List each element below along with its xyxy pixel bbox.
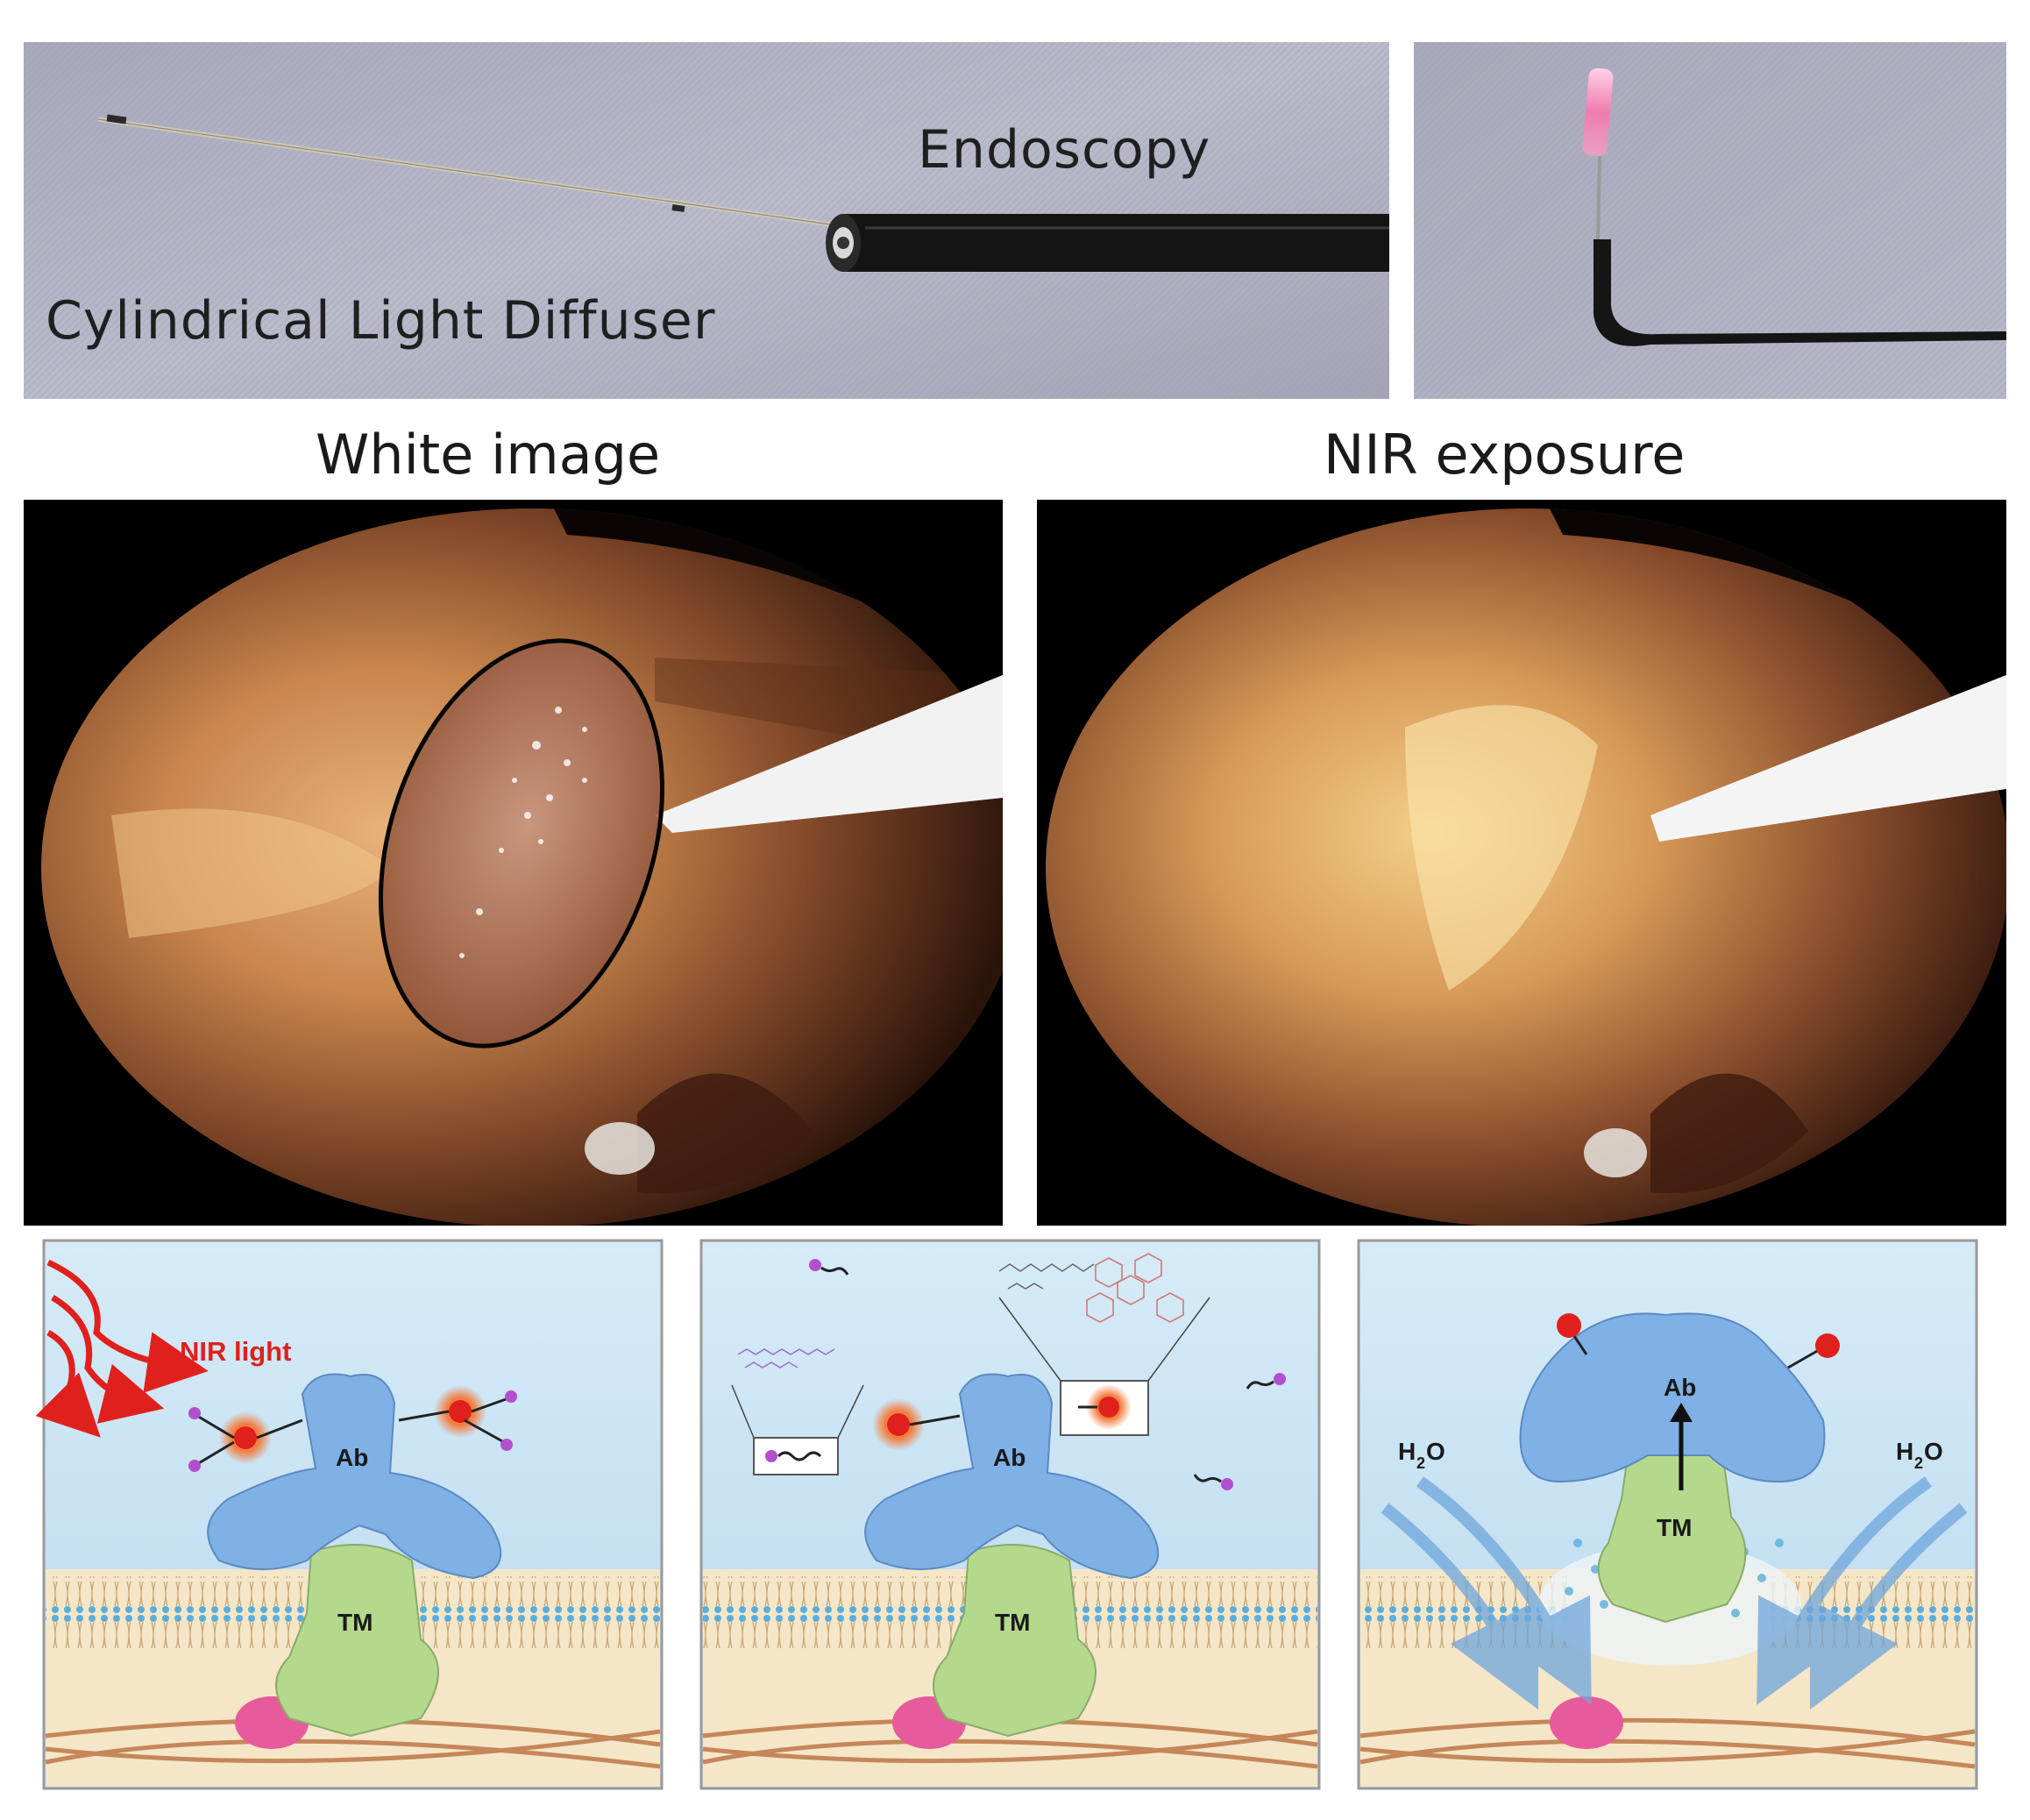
panel-nir-light — [35, 1239, 664, 1790]
nir-exposure-title: NIR exposure — [1324, 423, 1686, 487]
bent-endoscope — [1593, 239, 2006, 346]
lesion — [380, 640, 663, 1047]
antibody-label: Ab — [336, 1444, 368, 1471]
antibody — [864, 1373, 1160, 1580]
glowing-diffuser — [1582, 68, 1614, 157]
nir-exposure-view — [1037, 500, 2006, 1226]
svg-text:H: H — [1896, 1438, 1913, 1465]
lesion-outline — [378, 638, 665, 1049]
diffuser-label: Cylindrical Light Diffuser — [46, 290, 716, 352]
dye-structure — [1086, 1253, 1184, 1323]
target-label: TM — [337, 1609, 373, 1636]
water-influx-arrows — [1381, 1476, 1968, 1710]
nir-light-rays — [35, 1259, 209, 1438]
dye-bound — [449, 1400, 472, 1423]
tissue-fibers — [1359, 1717, 1976, 1769]
target-membrane-protein — [275, 1544, 439, 1738]
white-image-view — [24, 500, 1003, 1226]
antibody-label: Ab — [1664, 1374, 1696, 1401]
dye-inactive — [1557, 1313, 1581, 1338]
instrument — [1650, 675, 2006, 842]
diffuser-photo: Endoscopy Cylindrical Light Diffuser — [24, 42, 1389, 399]
white-image-title: White image — [316, 423, 661, 487]
cleaved-fragment-structure — [737, 1348, 835, 1369]
conformational-arrow — [1670, 1403, 1693, 1422]
fiber-tip — [106, 114, 127, 124]
svg-text:O: O — [1924, 1438, 1943, 1465]
diffuser-lit-drawing — [1414, 42, 2006, 399]
diffuser-lit-photo — [1414, 42, 2006, 399]
antibody — [207, 1373, 502, 1580]
water-label-right: H 2 O — [1896, 1438, 1943, 1472]
antibody-aggregated — [1519, 1312, 1826, 1483]
water-label-left: H 2 O — [1398, 1438, 1445, 1472]
target-label: TM — [1657, 1514, 1692, 1541]
target-membrane-protein — [933, 1544, 1097, 1738]
nir-light-label: NIR light — [180, 1336, 291, 1367]
target-label: TM — [995, 1609, 1030, 1636]
white-image-drawing — [41, 508, 1003, 1226]
disrupted-lipids — [1565, 1539, 1784, 1617]
svg-text:2: 2 — [1914, 1454, 1923, 1472]
released-fragments — [809, 1259, 1286, 1490]
dye-core — [887, 1413, 910, 1436]
panel-membrane-damage — [1357, 1239, 1978, 1790]
instrument — [655, 675, 1003, 833]
panel-dye-release — [699, 1239, 1321, 1790]
dye-inactive — [1815, 1333, 1840, 1358]
svg-text:O: O — [1426, 1438, 1445, 1465]
dye-bound — [234, 1426, 257, 1449]
lesion-speckles — [459, 707, 587, 958]
svg-text:2: 2 — [1416, 1454, 1425, 1472]
svg-text:H: H — [1398, 1438, 1416, 1465]
nir-exposure-drawing — [1046, 508, 2006, 1226]
endoscope-label: Endoscopy — [918, 119, 1211, 181]
anchor-protein — [1550, 1696, 1623, 1749]
antibody-label: Ab — [993, 1444, 1026, 1471]
diffuser-photo-drawing — [24, 42, 1389, 399]
